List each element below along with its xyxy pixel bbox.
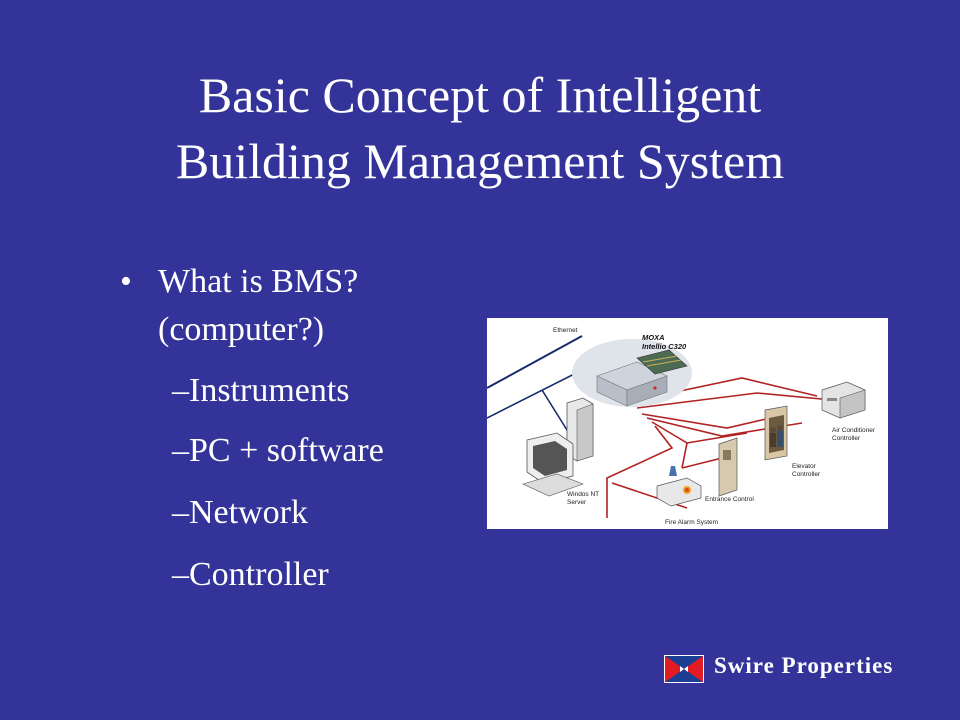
bullet-list: • What is BMS? (computer?): [120, 258, 358, 354]
title-line-1: Basic Concept of Intelligent: [198, 67, 762, 123]
bullet-text-line-1: What is BMS?: [158, 263, 359, 300]
moxa-device: [572, 339, 692, 407]
title-line-2: Building Management System: [175, 133, 785, 189]
label-ethernet: Ethernet: [553, 327, 578, 334]
bullet-item: • What is BMS? (computer?): [120, 258, 358, 354]
label-aircon: Air Conditioner: [832, 427, 876, 434]
swire-logo: [664, 655, 704, 683]
elevator-icon: [764, 405, 788, 461]
label-elevator-2: Controller: [792, 471, 821, 478]
slide-title: Basic Concept of Intelligent Building Ma…: [0, 62, 960, 194]
label-entrance: Entrance Control: [705, 496, 754, 503]
label-moxa: MOXA: [642, 333, 665, 342]
bms-network-diagram: Ethernet: [487, 318, 888, 529]
label-server: Windos NT: [567, 491, 599, 498]
bullet-text-line-2: (computer?): [158, 311, 325, 348]
entrance-control-icon: [718, 437, 738, 497]
sub-bullet-pc-software: –PC + software: [172, 432, 384, 469]
label-moxa-model: Intellio C320: [642, 342, 687, 351]
sub-bullet-instruments: –Instruments: [172, 372, 350, 409]
bullet-dot: •: [120, 263, 132, 300]
windows-nt-server-icon: [522, 397, 594, 497]
diagram-svg: Ethernet: [487, 327, 876, 526]
label-server-2: Server: [567, 499, 587, 506]
label-fire-alarm: Fire Alarm System: [665, 519, 718, 526]
sub-bullet-network: –Network: [172, 494, 308, 531]
label-aircon-2: Controller: [832, 435, 861, 442]
brand-name: Swire Properties: [714, 653, 894, 678]
air-conditioner-icon: [821, 381, 866, 419]
sub-bullet-controller: –Controller: [172, 556, 329, 593]
label-elevator: Elevator: [792, 463, 817, 470]
fire-alarm-icon: [656, 466, 702, 507]
